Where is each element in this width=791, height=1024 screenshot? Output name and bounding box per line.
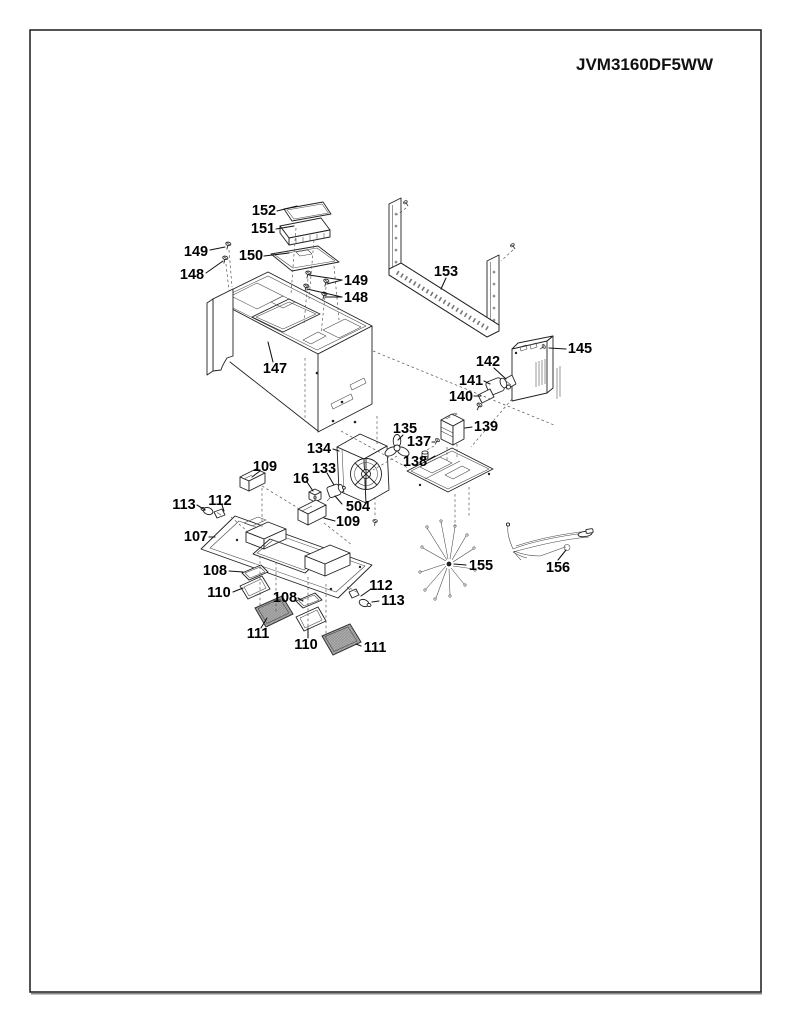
page-border bbox=[29, 29, 762, 993]
part-108-lens-left bbox=[241, 564, 269, 581]
callout-504: 504 bbox=[346, 499, 370, 515]
callout-137: 137 bbox=[407, 434, 431, 450]
callout-134: 134 bbox=[307, 441, 331, 457]
callout-151: 151 bbox=[251, 221, 275, 237]
callout-109-upper: 109 bbox=[253, 459, 277, 475]
part-152-charcoal-filter bbox=[283, 201, 332, 222]
part-151-grille-body bbox=[279, 217, 331, 246]
leader-lines bbox=[196, 205, 567, 647]
part-107-base-plate bbox=[200, 515, 373, 599]
callout-145: 145 bbox=[568, 341, 592, 357]
callout-147: 147 bbox=[263, 361, 287, 377]
callout-141: 141 bbox=[459, 373, 483, 389]
part-155-wire-harness bbox=[418, 519, 477, 601]
callout-108-left: 108 bbox=[203, 563, 227, 579]
callout-155: 155 bbox=[469, 558, 493, 574]
callout-110-left: 110 bbox=[207, 585, 230, 601]
part-112-socket-left bbox=[213, 508, 226, 519]
callout-111-right: 111 bbox=[364, 640, 387, 656]
part-135-fan-blade bbox=[384, 434, 410, 457]
part-139-capacitor bbox=[440, 412, 465, 446]
callout-156: 156 bbox=[546, 560, 570, 576]
callout-153: 153 bbox=[434, 264, 458, 280]
part-156-wire-harness bbox=[505, 522, 594, 561]
callout-108-mid: 108 bbox=[273, 590, 297, 606]
part-145-rear-bracket bbox=[511, 335, 561, 402]
part-138-grommet bbox=[421, 450, 429, 461]
part-110-frame-right bbox=[295, 606, 327, 632]
callout-112-right: 112 bbox=[369, 578, 392, 594]
part-112-socket-right bbox=[346, 586, 360, 599]
part-133-motor bbox=[326, 483, 346, 502]
part-134-fan-housing bbox=[336, 433, 390, 504]
callout-109-lower: 109 bbox=[336, 514, 360, 530]
callout-142: 142 bbox=[476, 354, 500, 370]
part-140-bracket bbox=[474, 388, 495, 412]
part-147-wrapper-case bbox=[206, 271, 373, 433]
callout-113-left: 113 bbox=[172, 497, 195, 513]
callout-135: 135 bbox=[393, 421, 417, 437]
callout-139: 139 bbox=[474, 419, 498, 435]
part-108-lens-mid bbox=[295, 592, 323, 609]
callout-152: 152 bbox=[252, 203, 276, 219]
callout-110-right: 110 bbox=[294, 637, 317, 653]
callout-107: 107 bbox=[184, 529, 208, 545]
callout-labels: 152 151 150 149 148 149 148 153 145 142 … bbox=[172, 203, 592, 656]
callout-113-right: 113 bbox=[381, 593, 404, 609]
callout-112-left: 112 bbox=[208, 493, 231, 509]
callout-148-right: 148 bbox=[344, 290, 368, 306]
part-16-support bbox=[308, 488, 322, 503]
part-110-frame-left bbox=[239, 575, 271, 600]
part-109-duct-lower bbox=[297, 499, 327, 526]
part-damper-duct-plate bbox=[406, 447, 494, 493]
part-111-filter-left bbox=[254, 595, 294, 628]
part-153-mounting-bracket bbox=[388, 197, 500, 338]
callout-149-left: 149 bbox=[184, 244, 208, 260]
callout-148-left: 148 bbox=[180, 267, 204, 283]
callout-111-left: 111 bbox=[247, 626, 270, 642]
callout-138: 138 bbox=[403, 454, 427, 470]
callout-133: 133 bbox=[312, 461, 336, 477]
part-150-vent-grille bbox=[270, 245, 340, 272]
part-113-bulb-right bbox=[358, 598, 372, 608]
part-111-filter-right bbox=[321, 623, 362, 656]
callout-140: 140 bbox=[449, 389, 473, 405]
callout-150: 150 bbox=[239, 248, 263, 264]
page-title: JVM3160DF5WW bbox=[576, 55, 714, 74]
callout-149-right: 149 bbox=[344, 273, 368, 289]
callout-16: 16 bbox=[293, 471, 309, 487]
